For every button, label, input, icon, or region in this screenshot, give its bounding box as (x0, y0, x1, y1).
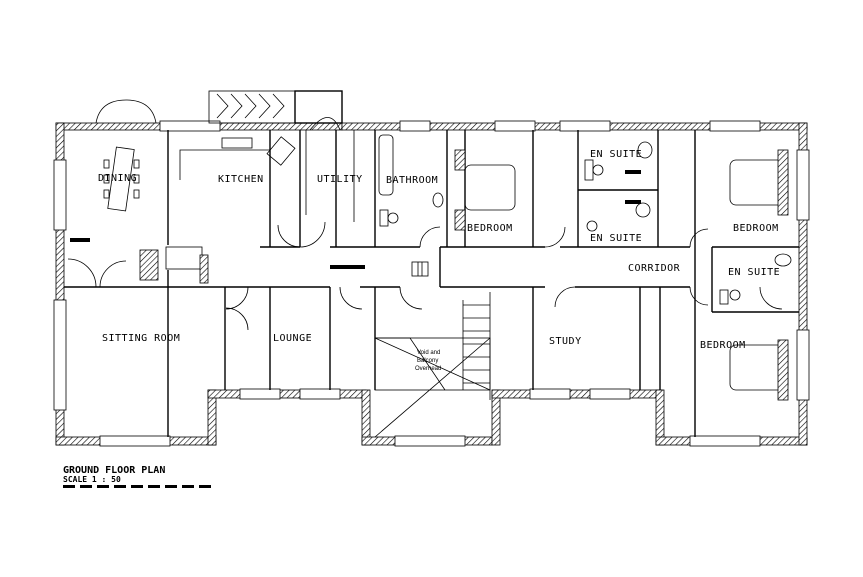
plan-scale: SCALE 1 : 50 (63, 475, 121, 484)
room-label-sitting-room: SITTING ROOM (102, 333, 180, 344)
fixtures (70, 134, 792, 401)
stair-void (374, 292, 491, 438)
porch-steps (208, 90, 343, 124)
room-label-bedroom-1: BEDROOM (467, 223, 513, 234)
room-label-study: STUDY (549, 336, 582, 347)
void-note-line-3: Overhead (415, 366, 441, 372)
doors (67, 99, 783, 331)
room-label-bedroom-3: BEDROOM (700, 340, 746, 351)
room-label-bathroom: BATHROOM (386, 175, 438, 186)
room-label-en-suite-1: EN SUITE (590, 149, 642, 160)
scale-bar (63, 485, 211, 488)
plan-title: GROUND FLOOR PLAN (63, 465, 165, 476)
void-note: Void and Balcony Overhead (415, 350, 441, 372)
void-note-line-1: Void and (417, 350, 440, 356)
void-note-line-2: Balcony (417, 358, 438, 364)
room-label-utility: UTILITY (317, 174, 363, 185)
room-label-corridor: CORRIDOR (628, 263, 681, 274)
room-label-en-suite-2: EN SUITE (590, 233, 642, 244)
room-label-en-suite-3: EN SUITE (728, 267, 780, 278)
room-label-dining: DINING (98, 173, 137, 184)
room-labels: DINING KITCHEN UTILITY BATHROOM BEDROOM … (98, 149, 780, 351)
windows (53, 120, 810, 447)
room-label-bedroom-2: BEDROOM (733, 223, 779, 234)
title-block: GROUND FLOOR PLAN SCALE 1 : 50 (63, 465, 211, 488)
room-label-kitchen: KITCHEN (218, 174, 264, 185)
room-label-lounge: LOUNGE (273, 333, 312, 344)
interior-walls (64, 130, 799, 437)
